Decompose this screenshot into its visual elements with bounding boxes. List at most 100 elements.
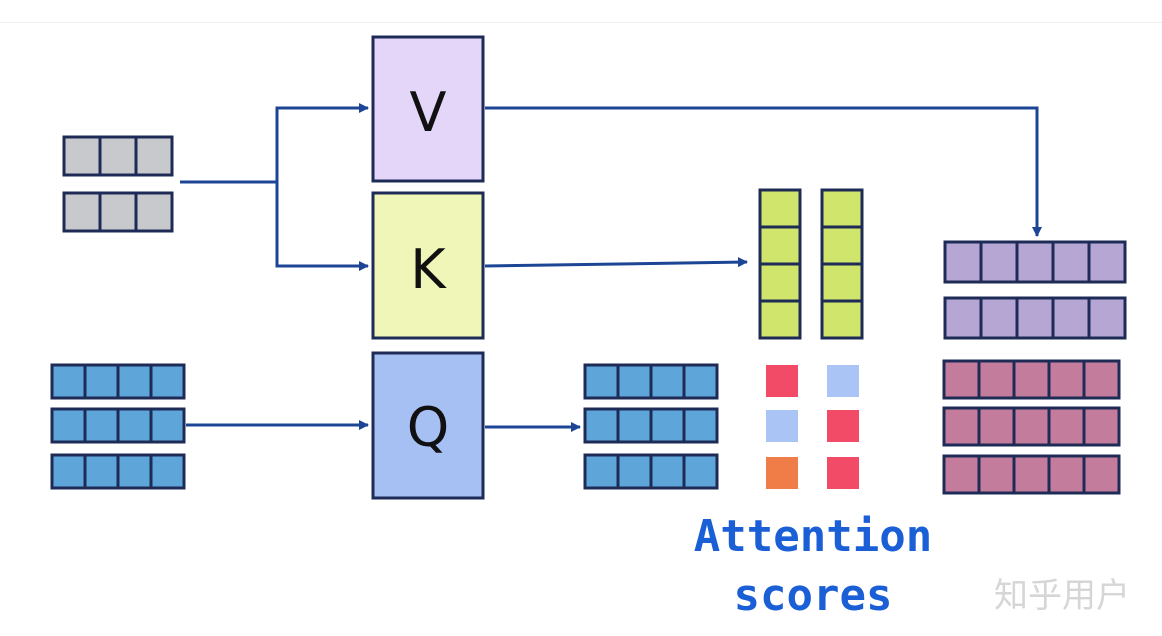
k-label: K [410, 238, 447, 301]
output-vector-cell [977, 406, 1016, 447]
gray-input-to-v-arrow [180, 103, 369, 184]
query-vectors [583, 363, 719, 490]
v-label: V [410, 81, 447, 144]
v-to-values-arrow [485, 106, 1042, 237]
key-vector-cell [820, 188, 864, 229]
attention-scores-caption-line1: Attention [694, 511, 932, 562]
blue-token-cell [149, 453, 186, 490]
value-vector-cell [1087, 296, 1127, 340]
blue-token-cell [50, 363, 87, 400]
value-vector-cell [1051, 240, 1091, 284]
value-vector [943, 240, 1127, 284]
gray-input-to-k-arrow [275, 182, 369, 271]
blue-token-cell [83, 453, 120, 490]
gray-token-cell [98, 135, 138, 177]
output-vector [942, 454, 1121, 495]
key-vector-cell [758, 188, 802, 229]
value-vector-cell [1087, 240, 1127, 284]
watermark: 知乎用户 [994, 576, 1130, 616]
value-vectors [943, 240, 1127, 340]
attention-score-square [827, 410, 859, 442]
output-vector-cell [977, 359, 1016, 400]
output-vector [942, 406, 1121, 447]
query-vector-cell [583, 453, 620, 490]
key-vector-cell [758, 225, 802, 266]
attention-score-square [827, 457, 859, 489]
value-vector [943, 296, 1127, 340]
k-to-keys-arrow [484, 257, 748, 268]
output-vectors [942, 359, 1121, 495]
query-vector-cell [583, 363, 620, 400]
attention-scores-caption-line2: scores [734, 570, 893, 621]
k-projection-box: K [371, 191, 485, 340]
value-vector-cell [943, 296, 983, 340]
blue-input-tokens [50, 363, 186, 490]
gray-token-cell [134, 135, 174, 177]
key-vector-cell [820, 262, 864, 303]
key-vector [820, 188, 864, 340]
q-label: Q [407, 396, 450, 459]
query-vector-cell [649, 363, 686, 400]
value-vector-cell [943, 240, 983, 284]
gray-input-tokens [62, 135, 174, 233]
output-vector-cell [1012, 454, 1051, 495]
attention-score-square [766, 457, 798, 489]
gray-token-cell [98, 191, 138, 233]
output-vector [942, 359, 1121, 400]
query-vector [583, 407, 719, 444]
blue-token-cell [149, 407, 186, 444]
v-projection-box: V [371, 35, 485, 183]
output-vector-cell [977, 454, 1016, 495]
blue-token-cell [149, 363, 186, 400]
query-vector-cell [583, 407, 620, 444]
gray-token [62, 135, 174, 177]
gray-token-cell [134, 191, 174, 233]
query-vector [583, 363, 719, 400]
blue-token-cell [83, 407, 120, 444]
output-vector-cell [1082, 454, 1121, 495]
q-projection-box: Q [371, 351, 485, 500]
key-vector-cell [758, 299, 802, 340]
output-vector-cell [942, 454, 981, 495]
output-vector-cell [1047, 454, 1086, 495]
value-vector-cell [1015, 240, 1055, 284]
blue-token [50, 407, 186, 444]
value-vector-cell [1051, 296, 1091, 340]
output-vector-cell [942, 359, 981, 400]
q-box-rect [371, 351, 485, 500]
top-divider [0, 22, 1162, 23]
output-vector-cell [1082, 406, 1121, 447]
gray-token-cell [62, 135, 102, 177]
query-vector-cell [616, 407, 653, 444]
output-vector-cell [1082, 359, 1121, 400]
gray-token-cell [62, 191, 102, 233]
query-vector-cell [649, 407, 686, 444]
output-vector-cell [1012, 359, 1051, 400]
query-vector-cell [616, 453, 653, 490]
value-vector-cell [979, 240, 1019, 284]
output-vector-cell [1047, 406, 1086, 447]
blue-token-cell [116, 453, 153, 490]
key-vectors [758, 188, 864, 340]
blue-token [50, 363, 186, 400]
key-vector-cell [820, 299, 864, 340]
attention-score-square [766, 365, 798, 397]
blue-token-cell [83, 363, 120, 400]
blue-token [50, 453, 186, 490]
query-vector-cell [682, 407, 719, 444]
key-vector [758, 188, 802, 340]
attention-score-squares [766, 365, 859, 489]
query-vector-cell [682, 453, 719, 490]
attention-score-square [766, 410, 798, 442]
value-vector-cell [979, 296, 1019, 340]
value-vector-cell [1015, 296, 1055, 340]
arrows [180, 103, 1042, 432]
v-box-rect [371, 35, 485, 183]
gray-token [62, 191, 174, 233]
output-vector-cell [942, 406, 981, 447]
key-vector-cell [820, 225, 864, 266]
key-vector-cell [758, 262, 802, 303]
output-vector-cell [1012, 406, 1051, 447]
query-vector [583, 453, 719, 490]
